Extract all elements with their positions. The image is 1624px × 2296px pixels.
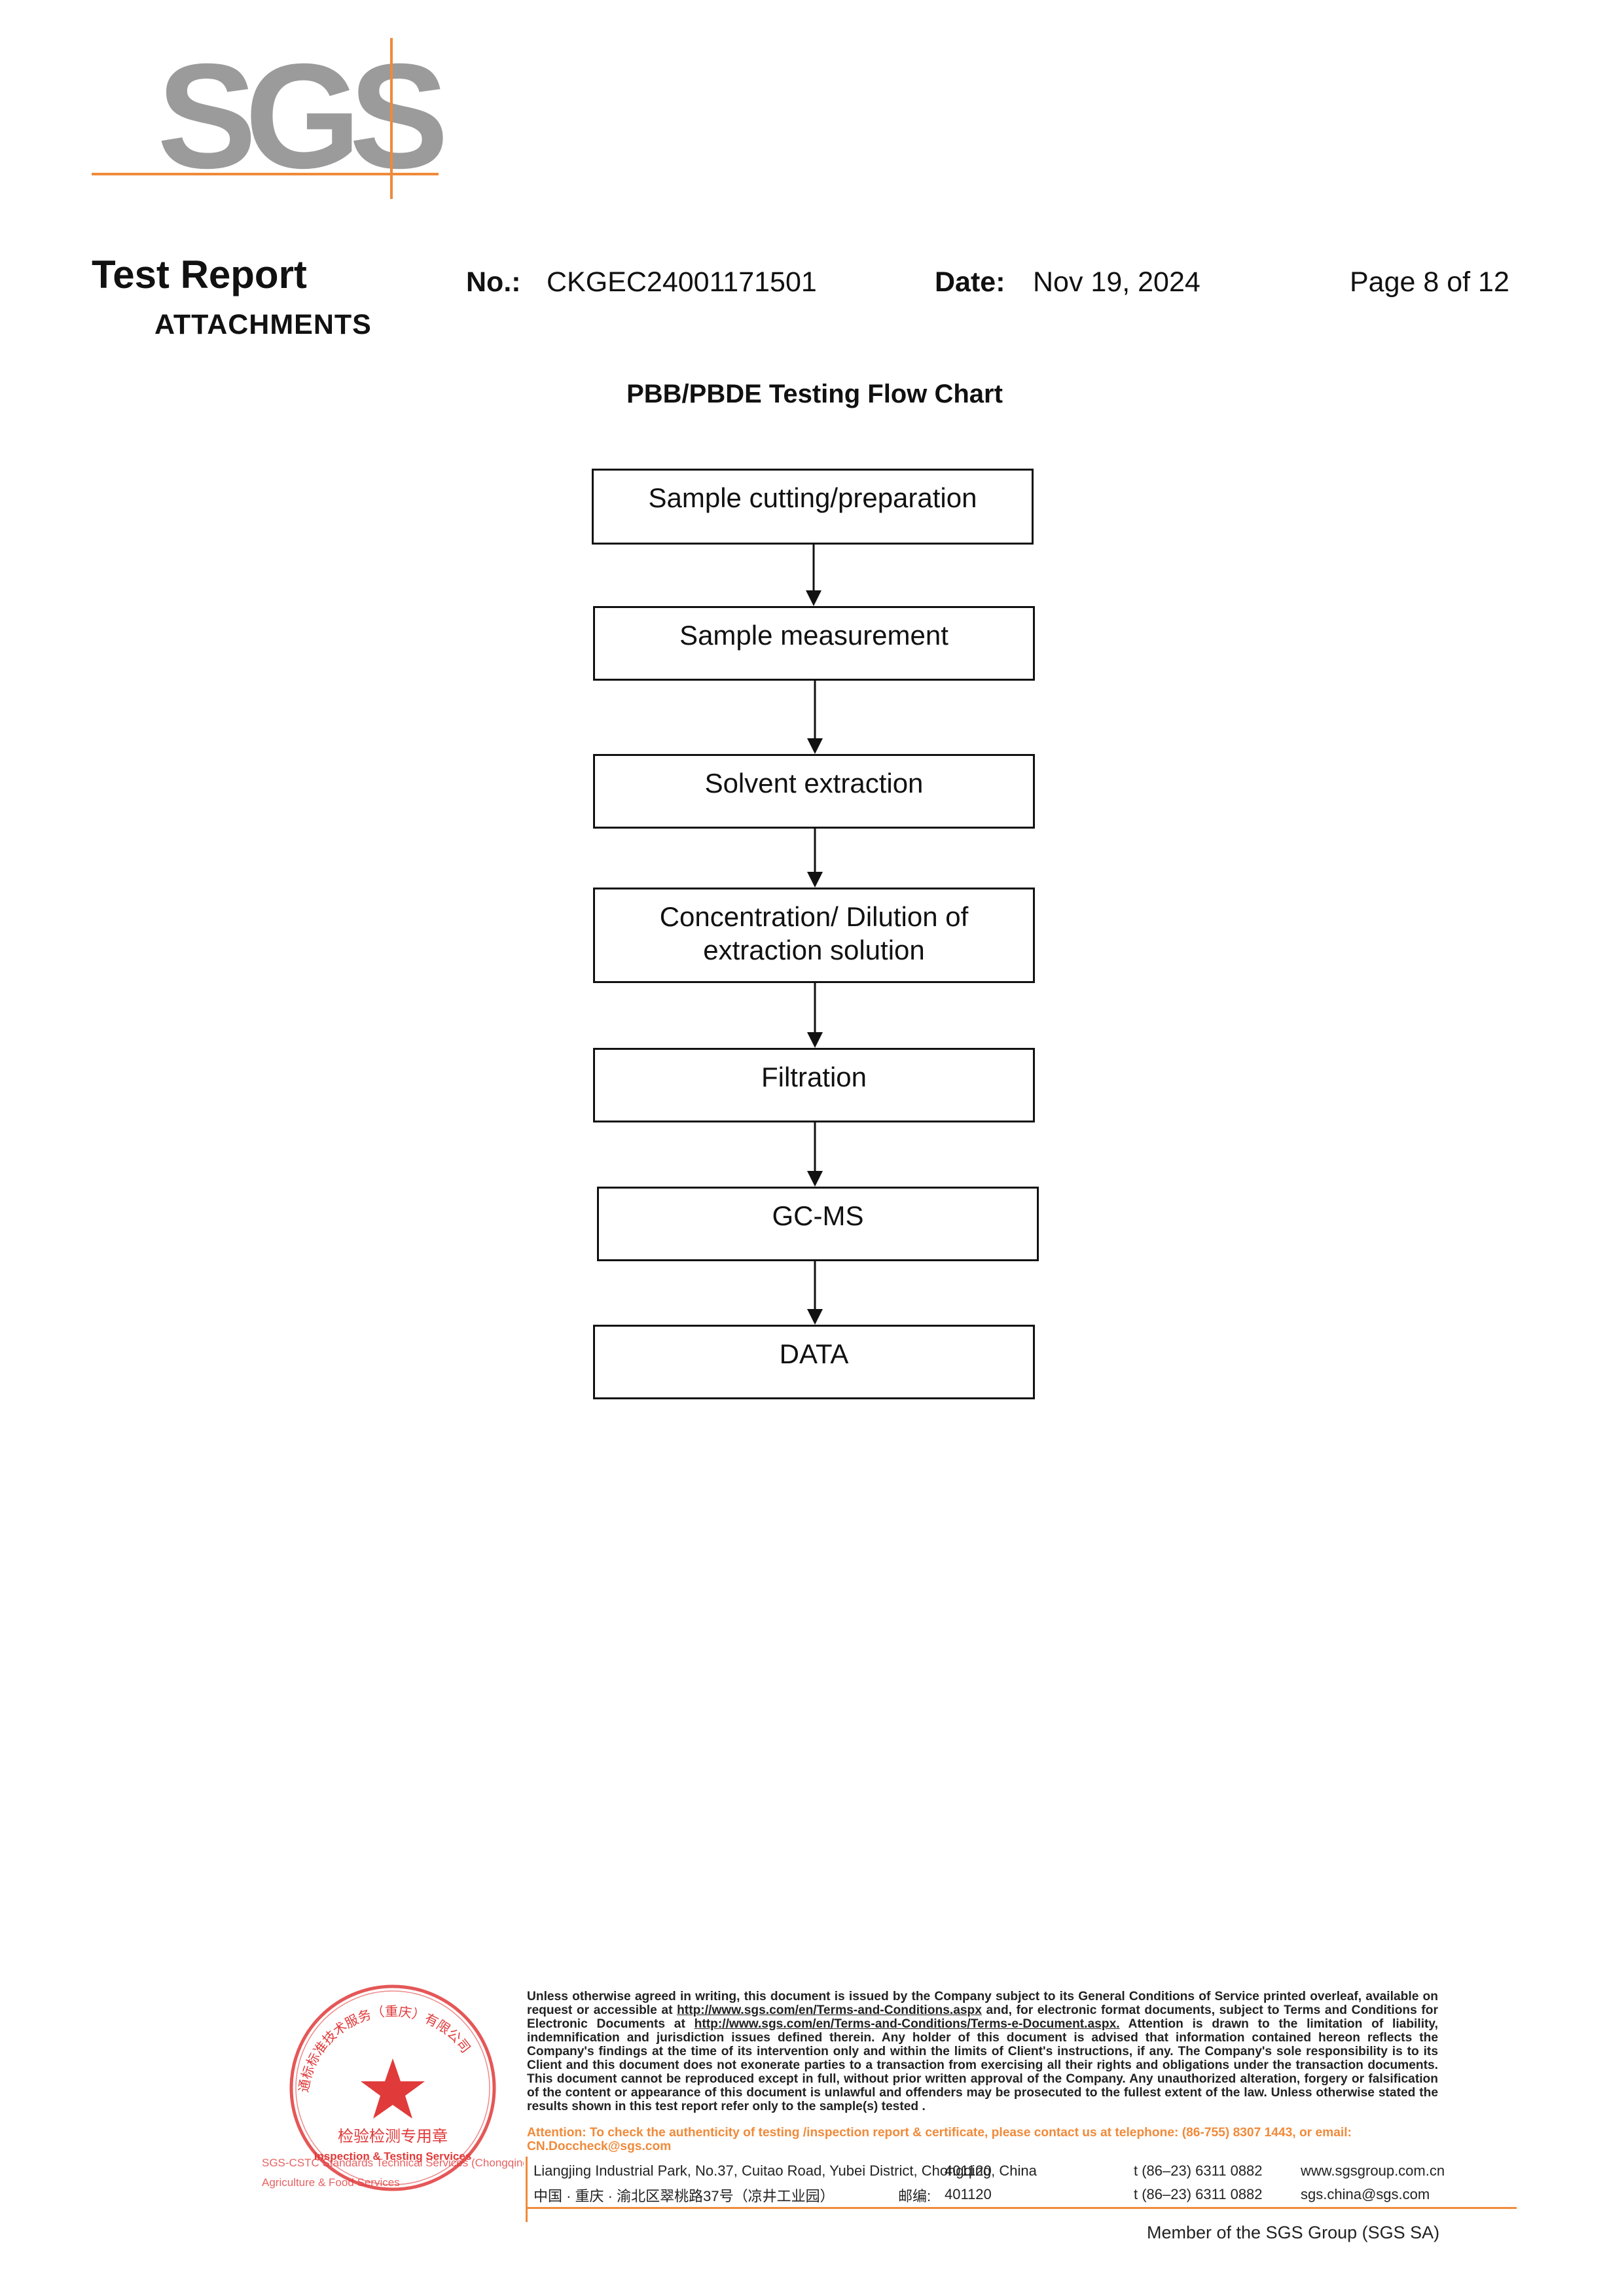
postcode-cn: 401120 — [945, 2186, 992, 2202]
flow-step-solvent-extraction: Solvent extraction — [593, 754, 1035, 829]
report-number: CKGEC24001171501 — [547, 266, 817, 298]
terms-text-2: and, for electronic format documents, su… — [527, 2003, 1438, 2031]
report-number-label: No.: — [466, 266, 521, 298]
flow-step-concentration: Concentration/ Dilution of extraction so… — [593, 888, 1035, 983]
seal-division-en: Agriculture & Food Services — [262, 2176, 400, 2189]
flow-step-filtration: Filtration — [593, 1048, 1035, 1122]
postcode-en: 401120 — [945, 2162, 992, 2179]
logo-divider-horizontal — [92, 173, 439, 175]
address-en: Liangjing Industrial Park, No.37, Cuitao… — [533, 2162, 1037, 2179]
terms-text-3: Attention is drawn to the limitation of … — [527, 2017, 1439, 2113]
date-label: Date: — [935, 266, 1005, 298]
seal-company-cn: 通标标准技术服务（重庆）有限公司 — [296, 2004, 473, 2094]
flow-chart-title: PBB/PBDE Testing Flow Chart — [0, 380, 1624, 409]
logo-divider-vertical — [390, 38, 393, 199]
flow-step-gc-ms: GC-MS — [597, 1187, 1039, 1261]
report-date: Nov 19, 2024 — [1033, 266, 1200, 298]
footer-divider-vertical — [526, 2157, 528, 2222]
terms-text-1: Unless otherwise agreed in writing, this… — [527, 1990, 1438, 2017]
report-title: Test Report — [92, 253, 307, 296]
flow-step-data: DATA — [593, 1325, 1035, 1399]
contact-email[interactable]: sgs.china@sgs.com — [1301, 2186, 1430, 2202]
terms-link[interactable]: http://www.sgs.com/en/Terms-and-Conditio… — [677, 2003, 982, 2017]
terms-paragraph: Unless otherwise agreed in writing, this… — [527, 1990, 1438, 2113]
section-heading: ATTACHMENTS — [154, 309, 372, 340]
seal-en-label: Inspection & Testing Services — [314, 2150, 472, 2162]
footer-divider — [527, 2207, 1517, 2209]
member-line: Member of the SGS Group (SGS SA) — [1147, 2223, 1440, 2242]
authenticity-notice: Attention: To check the authenticity of … — [527, 2126, 1352, 2153]
flow-step-sample-measurement: Sample measurement — [593, 606, 1035, 681]
sgs-logo: SGS — [157, 33, 448, 200]
page-number: Page 8 of 12 — [1350, 266, 1509, 298]
seal-company-en: SGS-CSTC Standards Technical Services (C… — [262, 2157, 524, 2169]
flow-chart-title-text: PBB/PBDE Testing Flow Chart — [626, 380, 1003, 408]
postcode-cn-label: 邮编: — [898, 2188, 931, 2204]
website[interactable]: www.sgsgroup.com.cn — [1301, 2162, 1445, 2179]
svg-text:通标标准技术服务（重庆）有限公司: 通标标准技术服务（重庆）有限公司 — [296, 2004, 473, 2094]
flow-step-sample-cutting: Sample cutting/preparation — [592, 469, 1034, 545]
telephone-2: t (86–23) 6311 0882 — [1134, 2186, 1263, 2202]
seal-cn-label: 检验检测专用章 — [338, 2128, 448, 2145]
telephone-1: t (86–23) 6311 0882 — [1134, 2162, 1263, 2179]
company-seal: 通标标准技术服务（重庆）有限公司 检验检测专用章 Inspection & Te… — [262, 1984, 524, 2191]
e-document-terms-link[interactable]: http://www.sgs.com/en/Terms-and-Conditio… — [694, 2017, 1120, 2031]
address-cn: 中国 · 重庆 · 渝北区翠桃路37号（凉井工业园） — [533, 2188, 835, 2204]
